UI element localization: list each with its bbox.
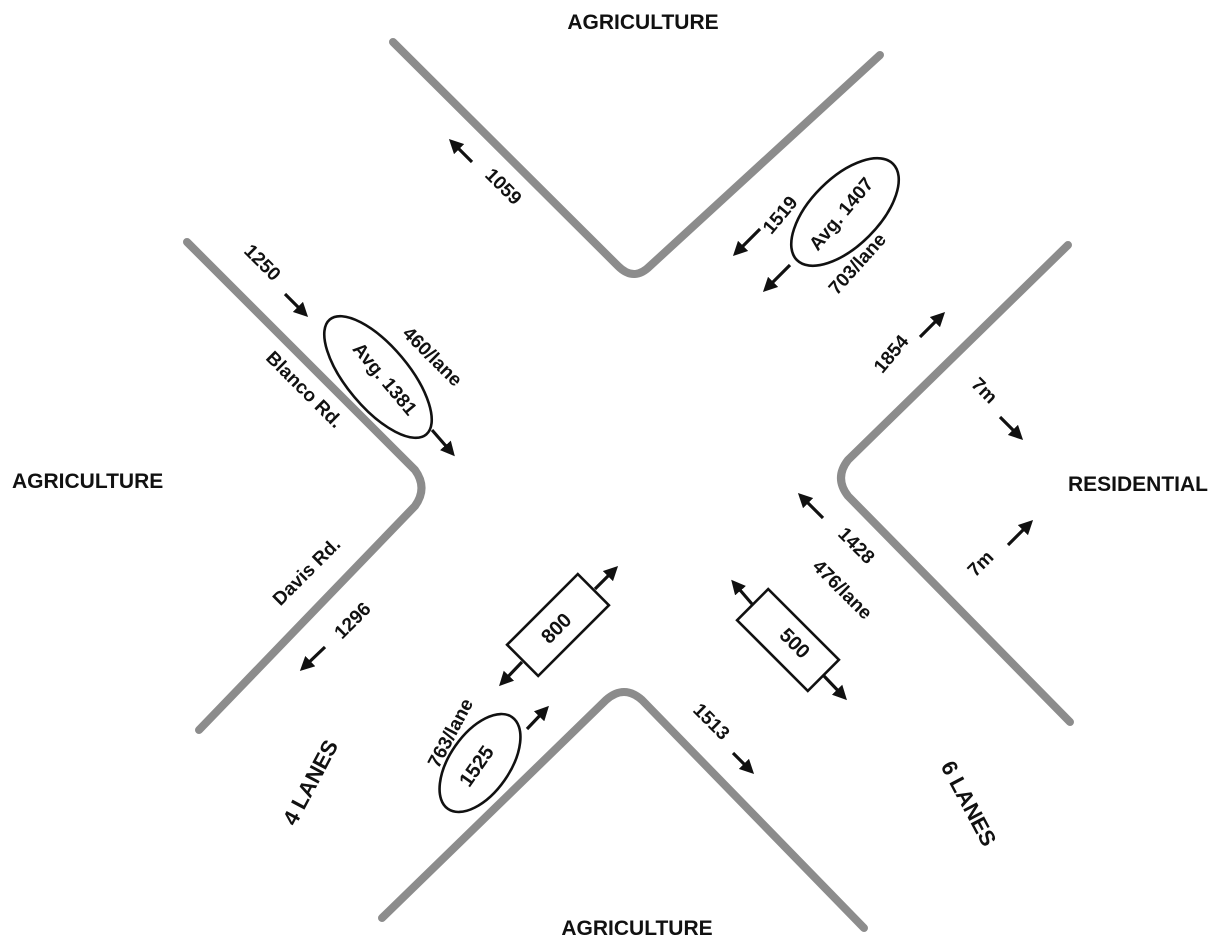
volume-ne-in: 1519 xyxy=(759,193,802,239)
arrow-east-upper xyxy=(998,415,1024,441)
volume-east-lower: 7m xyxy=(964,547,998,581)
rate-box-se xyxy=(735,587,841,693)
lanes-label-west: 4 LANES xyxy=(278,736,344,830)
zone-label-north: AGRICULTURE xyxy=(567,11,718,34)
arrow-nw-in xyxy=(283,292,309,318)
road-edge-south xyxy=(378,688,868,932)
zone-label-west: AGRICULTURE xyxy=(12,470,163,493)
arrow-sw-in xyxy=(525,705,549,731)
volume-nw-per-lane: 460/lane xyxy=(398,323,466,391)
rate-box-sw xyxy=(505,572,611,678)
avg-oval-sw xyxy=(438,712,522,814)
road-name-davis: Davis Rd. xyxy=(269,534,345,610)
volume-nw-in: 1250 xyxy=(240,241,285,286)
arrow-ne-in xyxy=(732,227,762,257)
volume-nw-avg: Avg. 1381 xyxy=(348,339,421,420)
road-edge-east xyxy=(837,241,1074,726)
volume-ne-out: 1854 xyxy=(870,331,914,377)
arrow-ne-lane xyxy=(762,263,792,293)
volume-se-per-lane: 476/lane xyxy=(808,556,876,624)
arrow-ne-out xyxy=(918,311,946,339)
arrow-se-box-down xyxy=(822,674,847,701)
arrow-sw-out xyxy=(299,645,327,671)
volume-se-in: 1428 xyxy=(834,524,879,569)
road-edge-west xyxy=(183,238,426,734)
zone-label-east: RESIDENTIAL xyxy=(1068,473,1208,496)
volume-sw-oval: 1525 xyxy=(455,742,499,791)
arrow-se-out xyxy=(731,751,755,775)
zone-label-south: AGRICULTURE xyxy=(561,917,712,940)
volume-east-upper: 7m xyxy=(967,374,1001,408)
avg-oval-ne xyxy=(789,156,901,268)
arrow-se-in xyxy=(797,492,825,520)
volume-se-out: 1513 xyxy=(689,700,734,745)
arrow-east-lower xyxy=(1006,519,1034,547)
arrow-nw-through xyxy=(430,428,455,457)
lanes-label-east: 6 LANES xyxy=(936,757,1002,851)
road-edge-north xyxy=(389,38,884,278)
arrow-sw-box-down xyxy=(499,660,524,687)
arrow-nw-out xyxy=(448,138,474,164)
volume-sw-out: 1296 xyxy=(331,599,376,644)
arrow-se-box-up xyxy=(731,579,754,606)
avg-oval-nw xyxy=(322,314,434,440)
arrow-sw-box-up xyxy=(593,565,619,591)
volume-ne-per-lane: 703/lane xyxy=(825,229,891,299)
